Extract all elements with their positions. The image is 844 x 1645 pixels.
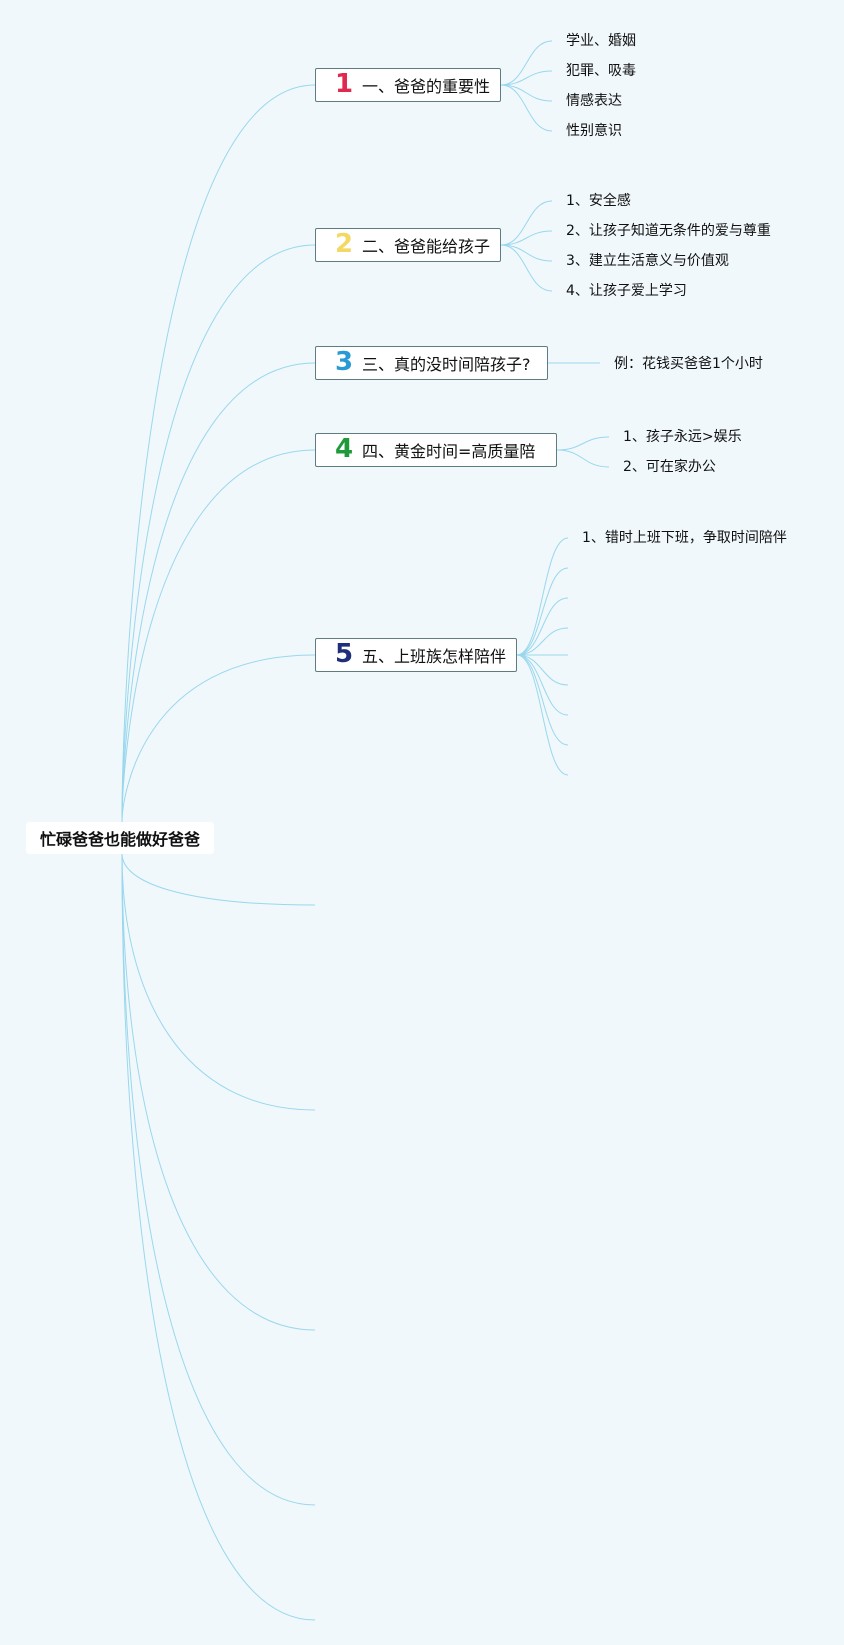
topic-1-subtopic[interactable]: 学业、婚姻 <box>566 33 636 49</box>
child-connector <box>500 40 553 86</box>
number-5-icon: 5 <box>334 639 354 669</box>
child-connector <box>500 230 553 246</box>
root-connector <box>121 853 316 1331</box>
child-connector <box>500 200 553 246</box>
root-connector <box>121 853 316 906</box>
topic-1-subtopic[interactable]: 情感表达 <box>566 93 622 109</box>
topic-5-subtopic[interactable]: 1、错时上班下班，争取时间陪伴 <box>582 530 787 546</box>
topic-3-subtopic[interactable]: 例：花钱买爸爸1个小时 <box>614 356 763 372</box>
child-connector <box>516 654 569 686</box>
child-connector <box>500 244 553 292</box>
topic-3-label: 三、真的没时间陪孩子? <box>362 355 531 374</box>
root-connector <box>121 362 316 823</box>
child-connector <box>500 84 553 102</box>
root-topic-label: 忙碌爸爸也能做好爸爸 <box>39 830 200 849</box>
child-connector <box>500 84 553 132</box>
number-2-icon: 2 <box>334 229 354 259</box>
topic-2-subtopic[interactable]: 2、让孩子知道无条件的爱与尊重 <box>566 223 771 239</box>
child-connector <box>516 537 569 656</box>
topic-4-label: 四、黄金时间=高质量陪 <box>362 442 536 461</box>
topic-2-subtopic[interactable]: 1、安全感 <box>566 193 631 209</box>
topic-4-subtopic[interactable]: 1、孩子永远>娱乐 <box>623 429 742 445</box>
topic-1-subtopic[interactable]: 性别意识 <box>566 123 622 139</box>
topic-1[interactable]: 1 一、爸爸的重要性 <box>315 68 501 102</box>
child-connector <box>516 654 569 716</box>
topic-5-label: 五、上班族怎样陪伴 <box>361 647 506 666</box>
topic-1-label: 一、爸爸的重要性 <box>361 77 490 96</box>
child-connector <box>500 244 553 262</box>
topic-5[interactable]: 5 五、上班族怎样陪伴 <box>315 638 517 672</box>
root-connector <box>121 853 316 1506</box>
child-connector <box>516 567 569 656</box>
child-connector <box>516 627 569 656</box>
root-connector <box>121 244 316 823</box>
root-connector <box>121 84 316 823</box>
number-4-icon: 4 <box>334 434 354 464</box>
root-connector <box>121 449 316 823</box>
root-connector <box>121 853 316 1111</box>
number-3-icon: 3 <box>334 347 354 377</box>
topic-4[interactable]: 4 四、黄金时间=高质量陪 <box>315 433 557 467</box>
root-topic[interactable]: 忙碌爸爸也能做好爸爸 <box>26 822 214 854</box>
number-1-icon: 1 <box>334 69 354 99</box>
topic-2-subtopic[interactable]: 3、建立生活意义与价值观 <box>566 253 729 269</box>
topic-2-label: 二、爸爸能给孩子 <box>361 237 490 256</box>
child-connector <box>556 449 610 468</box>
topic-2-subtopic[interactable]: 4、让孩子爱上学习 <box>566 283 687 299</box>
root-connector <box>121 654 316 823</box>
topic-4-subtopic[interactable]: 2、可在家办公 <box>623 459 716 475</box>
root-connector <box>121 853 316 1621</box>
child-connector <box>516 654 569 776</box>
child-connector <box>516 654 569 746</box>
topic-1-subtopic[interactable]: 犯罪、吸毒 <box>566 63 636 79</box>
topic-2[interactable]: 2 二、爸爸能给孩子 <box>315 228 501 262</box>
child-connector <box>500 70 553 86</box>
child-connector <box>516 597 569 656</box>
child-connector <box>556 436 610 451</box>
topic-3[interactable]: 3 三、真的没时间陪孩子? <box>315 346 548 380</box>
